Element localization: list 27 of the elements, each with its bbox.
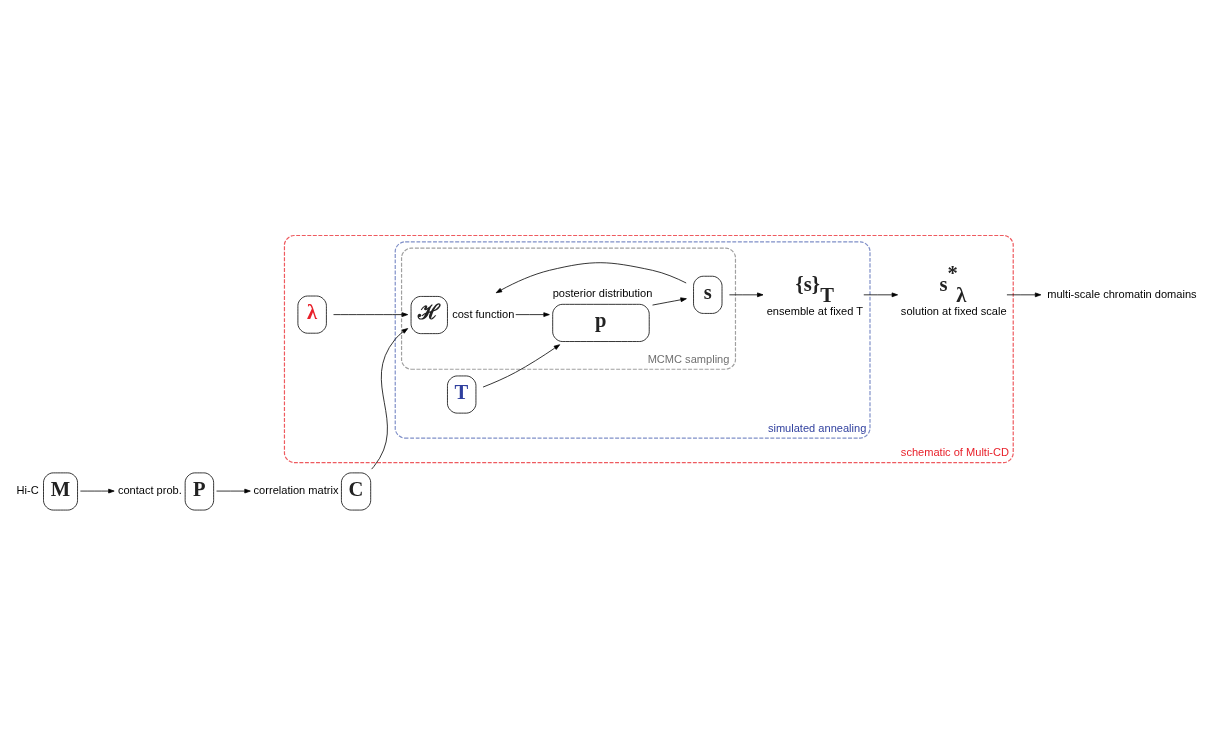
node-label: Hi-C [16,484,39,497]
node-label: solution at fixed scale [900,304,1007,317]
node-label: contact prob. [117,484,182,497]
node-label: posterior distribution [552,286,653,299]
node-box: T [447,375,477,414]
arrow [333,312,409,317]
arrow [216,488,251,494]
node-box: C [341,472,372,511]
arrow [729,292,764,298]
arrow [652,297,687,306]
node-box: P [184,472,215,511]
arrow [371,328,409,470]
arrow [1006,292,1042,298]
arrow [495,262,687,294]
node-box: s [693,275,723,314]
arrow [863,292,898,298]
arrow [80,488,115,494]
node-text: multi-scale chromatin domains [1047,287,1197,300]
node-label: ensemble at fixed T [766,304,864,317]
node-box: λ [297,295,327,334]
node-box: ℋ [410,296,448,334]
node-box: M [43,472,78,511]
node-box: p [552,303,650,342]
node-label: cost function [452,307,515,320]
arrow [482,344,561,388]
arrow [515,312,550,317]
node-label: correlation matrix [253,484,339,497]
